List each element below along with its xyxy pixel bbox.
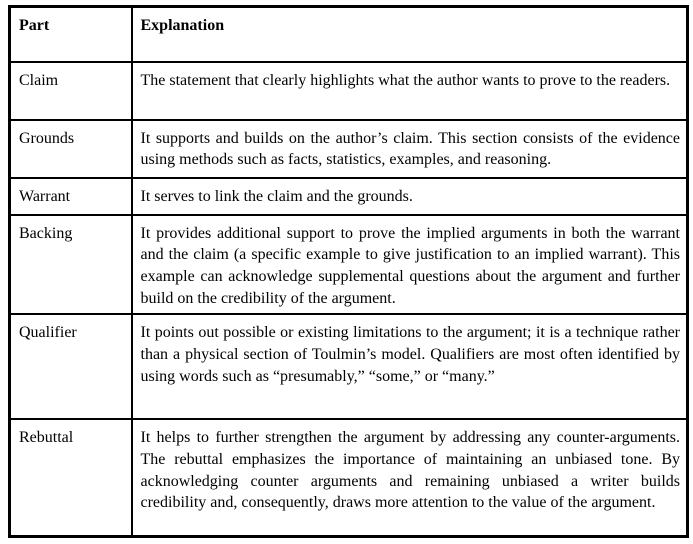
part-cell: Backing bbox=[8, 213, 133, 316]
part-cell: Qualifier bbox=[8, 313, 133, 421]
table-header-row: Part Explanation bbox=[8, 5, 689, 63]
table-row-rebuttal: Rebuttal It helps to further strengthen … bbox=[8, 418, 689, 538]
explanation-cell: It helps to further strengthen the argum… bbox=[130, 418, 689, 538]
explanation-cell: It points out possible or existing limit… bbox=[130, 313, 689, 421]
header-cell-explanation: Explanation bbox=[130, 5, 689, 63]
explanation-cell: It provides additional support to prove … bbox=[130, 213, 689, 316]
header-cell-part: Part bbox=[8, 5, 133, 63]
part-cell: Rebuttal bbox=[8, 418, 133, 538]
table-row-warrant: Warrant It serves to link the claim and … bbox=[8, 176, 689, 216]
table-row-qualifier: Qualifier It points out possible or exis… bbox=[8, 313, 689, 421]
toulmin-parts-table: Part Explanation Claim The statement tha… bbox=[8, 5, 689, 538]
table-row-grounds: Grounds It supports and builds on the au… bbox=[8, 118, 689, 179]
part-cell: Warrant bbox=[8, 176, 133, 216]
part-cell: Claim bbox=[8, 60, 133, 121]
explanation-cell: The statement that clearly highlights wh… bbox=[130, 60, 689, 121]
explanation-cell: It serves to link the claim and the grou… bbox=[130, 176, 689, 216]
part-cell: Grounds bbox=[8, 118, 133, 179]
table-row-backing: Backing It provides additional support t… bbox=[8, 213, 689, 316]
explanation-cell: It supports and builds on the author’s c… bbox=[130, 118, 689, 179]
table-row-claim: Claim The statement that clearly highlig… bbox=[8, 60, 689, 121]
